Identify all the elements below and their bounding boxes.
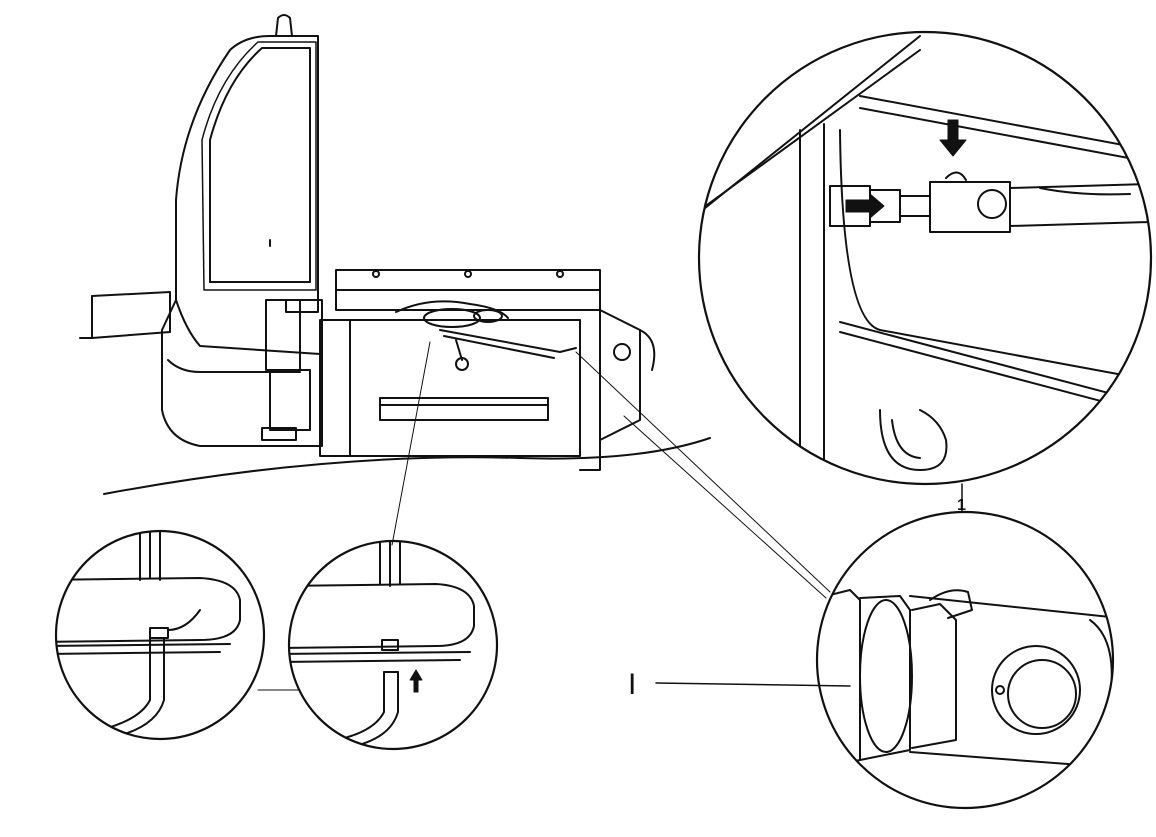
machine-view [79,14,711,495]
cab-window [209,47,311,283]
down-arrow-icon [939,119,967,157]
part-number-label: 1 [957,497,966,514]
engine-deck [335,269,601,291]
ground-line [103,437,711,495]
detail-circle-hose-before [54,529,266,741]
up-arrow-icon [409,669,423,693]
cab-body [161,35,323,447]
part-marker-leader [655,682,851,687]
detail-circle-coupling-top [697,30,1153,486]
part-marker-label: I [628,668,637,701]
right-arrow-icon [845,193,885,219]
detail-circle-coupling-bottom [815,510,1115,810]
leader-lines [257,341,831,691]
detail-circle-hose-after [287,539,499,751]
rotation-arrow-icon [945,171,967,181]
